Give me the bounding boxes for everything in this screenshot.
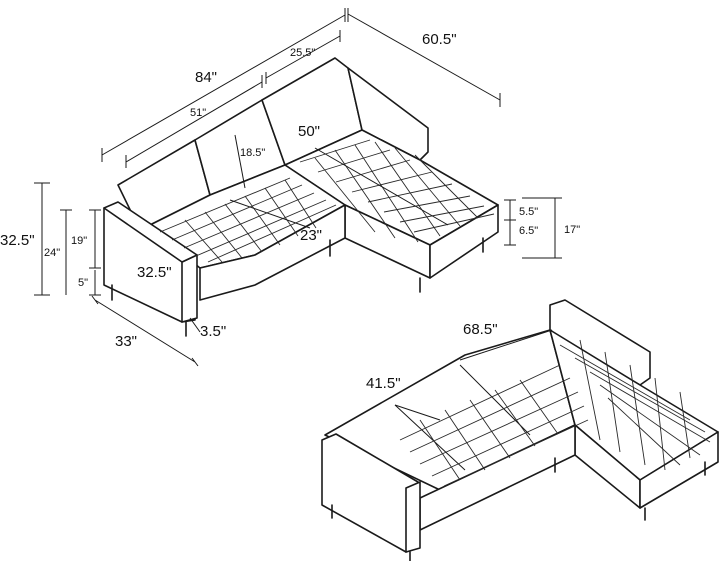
- dim-line-23: [229, 199, 311, 229]
- label-seat-depth: 23": [300, 227, 322, 244]
- left-arm-top: [103, 201, 198, 263]
- label-arm-width: 3.5": [200, 323, 226, 340]
- dim-line-84: [101, 8, 346, 162]
- bed-chaise-tufting-cols: [579, 339, 691, 471]
- label-leg-height: 5": [78, 277, 88, 289]
- dim-line-32-5-height: [34, 182, 50, 296]
- label-chaise-width: 25.5": [290, 47, 315, 59]
- label-arm-depth: 32.5": [137, 264, 172, 281]
- dim-line-5-5-6-5: [504, 199, 516, 246]
- dim-line-19: [89, 209, 101, 269]
- bed-left-arm-front: [405, 481, 421, 553]
- bed-chaise-end: [639, 431, 719, 509]
- label-chaise-length: 50": [298, 123, 320, 140]
- dimension-labels: 84" 60.5" 51" 25.5" 50" 18.5" 23" 32.5" …: [0, 31, 580, 392]
- left-arm-front: [181, 254, 198, 323]
- dimension-lines: [34, 8, 562, 421]
- dim-line-41-5: [394, 404, 441, 421]
- label-back-height: 18.5": [240, 147, 265, 159]
- label-depth-chaise: 60.5": [422, 31, 457, 48]
- label-arm-height: 24": [44, 247, 60, 259]
- right-arm: [347, 67, 429, 161]
- legs: [111, 237, 484, 337]
- label-seat-height: 19": [71, 235, 87, 247]
- dim-line-33: [91, 295, 199, 367]
- label-cushion-thickness: 5.5": [519, 206, 538, 218]
- dim-line-24: [60, 209, 72, 295]
- dim-line-17: [522, 197, 562, 259]
- dim-line-5: [89, 270, 101, 296]
- dim-line-60-5: [347, 8, 501, 107]
- label-total-height: 32.5": [0, 232, 35, 249]
- seat-tufting-rows: [159, 177, 337, 263]
- label-loveseat-width: 51": [190, 107, 206, 119]
- seat-tufting-cols: [184, 179, 317, 263]
- sectional-bed-drawing: [321, 299, 719, 561]
- bed-chaise-tufting: [559, 344, 711, 466]
- dim-line-18-5: [234, 134, 246, 189]
- label-chaise-base: 6.5": [519, 225, 538, 237]
- label-total-width: 84": [195, 69, 217, 86]
- dim-line-68-5: [459, 329, 553, 361]
- seat-front: [199, 204, 346, 301]
- dim-line-51: [125, 75, 263, 168]
- label-chaise-seat-height: 17": [564, 224, 580, 236]
- label-overall-depth: 33": [115, 333, 137, 350]
- chaise-tufting-cols: [314, 141, 479, 243]
- bed-tufting-cols: [419, 379, 559, 481]
- dim-line-50: [314, 147, 449, 226]
- dim-line-25-5: [265, 30, 341, 84]
- bed-tufting-rows: [399, 364, 589, 487]
- dim-line-3-5: [189, 317, 201, 333]
- label-bed-length: 68.5": [463, 321, 498, 338]
- bed-legs: [331, 457, 706, 561]
- sectional-upright-drawing: [103, 57, 499, 337]
- label-bed-width: 41.5": [366, 375, 401, 392]
